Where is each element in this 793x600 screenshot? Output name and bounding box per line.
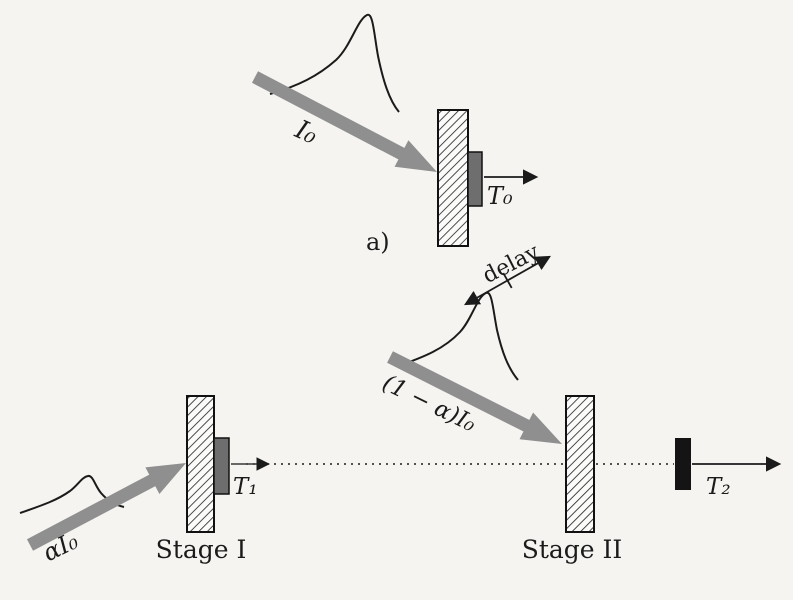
sample-stage2 (565, 395, 595, 533)
delay-indicator: delay (464, 239, 551, 306)
sample-stage1 (186, 395, 215, 533)
panel-a: I₀ T₀ a) (251, 13, 539, 256)
beam-shaft (251, 71, 408, 161)
input-pulse-curve-a (269, 13, 400, 113)
stage2-name-label: Stage II (522, 535, 623, 564)
transmission-label-stage2: T₂ (706, 474, 731, 500)
filter-block-stage2 (675, 438, 691, 490)
beam-arrowhead-icon (519, 412, 562, 444)
detector-stage1 (213, 437, 230, 495)
sample-a (437, 109, 469, 247)
stage1-name-label: Stage I (156, 535, 247, 564)
delay-label: delay (479, 239, 544, 289)
detector-a (467, 151, 483, 207)
beam-arrowhead-icon (394, 140, 437, 172)
input-beam-arrow-a (251, 71, 437, 172)
panel-a-caption: a) (366, 228, 390, 256)
beam-shaft (387, 351, 532, 433)
transmission-label-stage1: T₁ (233, 474, 258, 500)
stage-2: (1 − α)I₀ T₂ Stage II (378, 291, 782, 564)
panel-b: αI₀ T₁ Stage I (1 − α)I₀ T₂ (19, 291, 782, 567)
input-pulse-curve-stage2 (397, 291, 519, 381)
beam-arrowhead-icon (145, 463, 186, 494)
delay-tick (502, 272, 513, 289)
beam-shaft (26, 473, 159, 551)
transmission-label-a: T₀ (487, 182, 513, 210)
input-intensity-label-a: I₀ (290, 114, 323, 150)
input-beam-arrow-stage1 (26, 463, 186, 551)
input-beam-arrow-stage2 (387, 351, 562, 444)
stage-1: αI₀ T₁ Stage I (19, 395, 271, 567)
